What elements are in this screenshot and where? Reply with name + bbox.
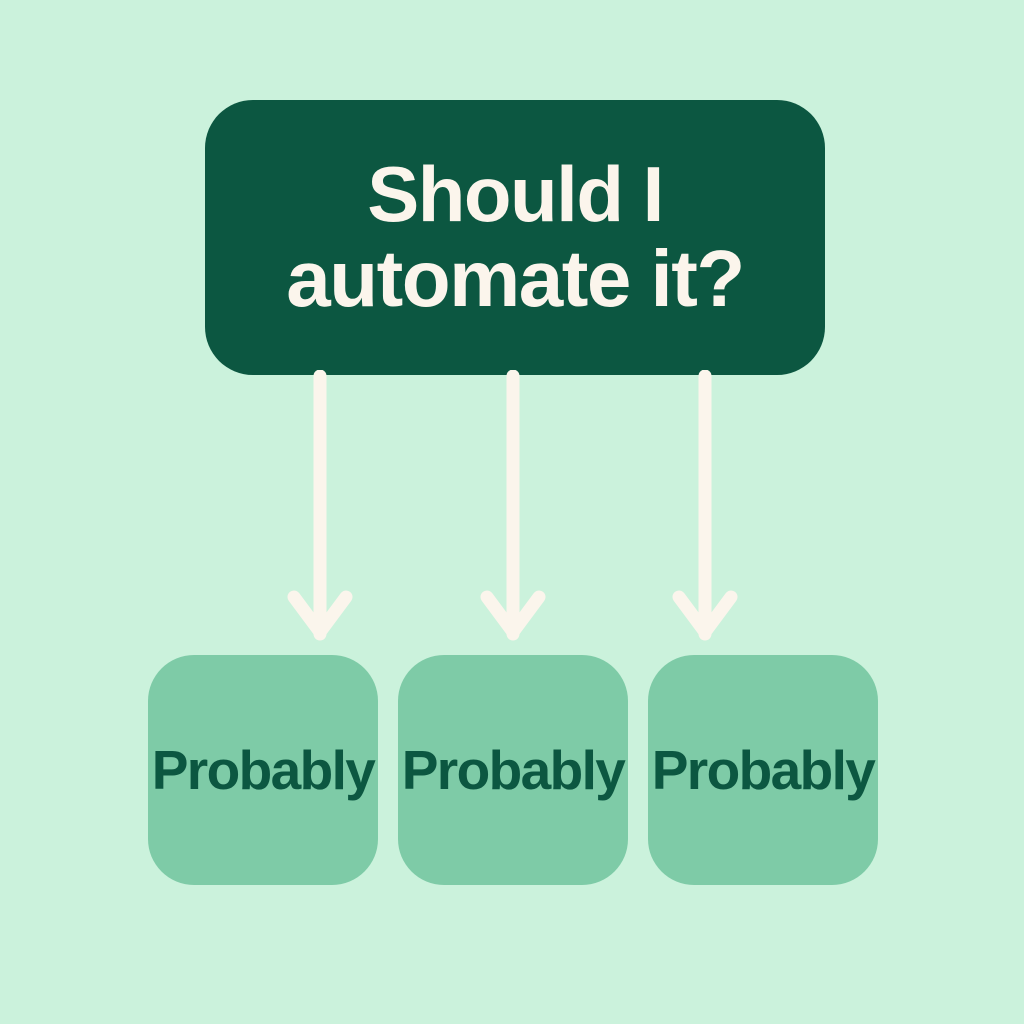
answer-node-2: Probably [398,655,628,885]
answer-node-3: Probably [648,655,878,885]
answer-node-1: Probably [148,655,378,885]
question-line-2: automate it? [286,234,745,324]
answer-row: Probably Probably Probably [148,655,878,885]
answer-label-2: Probably [401,738,626,801]
down-arrow-icon-2 [478,370,548,645]
question-line-1: Should I [367,150,664,239]
answer-label-1: Probably [151,738,376,801]
answer-label-3: Probably [651,738,876,801]
down-arrow-icon-3 [670,370,740,645]
down-arrow-icon-1 [285,370,355,645]
question-node: Should I automate it? [205,100,825,375]
